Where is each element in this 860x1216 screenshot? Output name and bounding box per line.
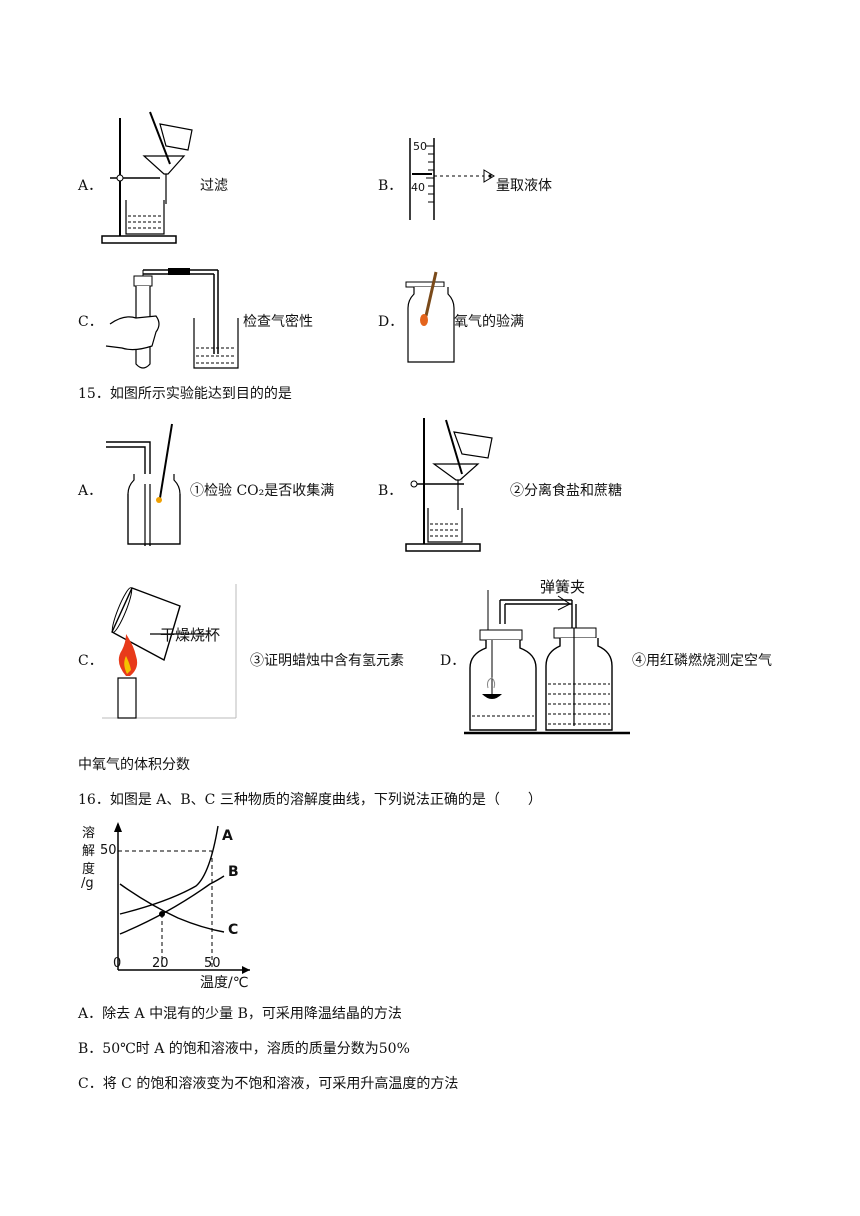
q14-option-b-letter: B．	[378, 178, 403, 194]
q14-option-b-caption: 量取液体	[496, 178, 552, 194]
y-axis-label-2: 解	[82, 844, 96, 859]
q15-option-a-letter: A．	[78, 483, 103, 499]
red-phosphorus-oxygen-apparatus-figure	[464, 590, 630, 735]
q15-option-c-caption: ③证明蜡烛中含有氢元素	[250, 653, 404, 669]
q15-option-a-caption: ①检验 CO₂是否收集满	[190, 483, 335, 499]
question-15-stem: 15．如图所示实验能达到目的的是	[78, 386, 292, 402]
q14-option-a-caption: 过滤	[200, 178, 228, 194]
x-tick-0: 0	[113, 956, 122, 971]
q15-option-d-letter: D．	[440, 653, 466, 669]
solubility-curve-figure	[114, 822, 250, 974]
curve-label-b: B	[228, 864, 239, 880]
cylinder-tick-40: 40	[411, 181, 425, 194]
q15-option-d-caption: ④用红磷燃烧测定空气	[632, 653, 772, 669]
y-axis-label-3: 度	[82, 862, 96, 877]
airtightness-check-figure	[105, 268, 239, 369]
filtration-apparatus-figure-2	[405, 418, 493, 552]
y-axis-label-1: 溶	[82, 826, 96, 841]
oxygen-full-test-figure	[405, 271, 455, 363]
q15-option-b-letter: B．	[378, 483, 403, 499]
measuring-cylinder-figure	[409, 138, 495, 220]
q14-option-d-letter: D．	[378, 314, 404, 330]
x-axis-label: 温度/℃	[200, 975, 249, 991]
q15-option-c-letter: C．	[78, 653, 103, 669]
q14-option-d-caption: 氧气的验满	[454, 314, 524, 330]
curve-label-a: A	[222, 828, 233, 844]
filtration-apparatus-figure	[101, 111, 193, 244]
y-axis-label-4: /g	[81, 876, 94, 891]
q14-option-a-letter: A．	[78, 178, 103, 194]
q15-option-d-caption-continuation: 中氧气的体积分数	[78, 757, 190, 773]
q15-option-b-caption: ②分离食盐和蔗糖	[510, 483, 622, 499]
q16-option-c: C．将 C 的饱和溶液变为不饱和溶液，可采用升高温度的方法	[78, 1076, 459, 1092]
q16-option-b: B．50℃时 A 的饱和溶液中，溶质的质量分数为50%	[78, 1041, 410, 1057]
question-16-stem: 16．如图是 A、B、C 三种物质的溶解度曲线，下列说法正确的是（ ）	[78, 792, 542, 808]
cylinder-tick-50: 50	[413, 140, 427, 153]
q16-option-a: A．除去 A 中混有的少量 B，可采用降温结晶的方法	[78, 1006, 402, 1022]
curve-label-c: C	[228, 922, 239, 938]
dry-beaker-label: 干燥烧杯	[160, 626, 221, 644]
q14-option-c-caption: 检查气密性	[243, 314, 313, 330]
q14-option-c-letter: C．	[78, 314, 103, 330]
co2-full-test-figure	[106, 423, 181, 546]
y-tick-50: 50	[100, 843, 117, 858]
spring-clip-label: 弹簧夹	[540, 578, 586, 596]
x-tick-20: 20	[152, 956, 169, 971]
x-tick-50: 50	[204, 956, 221, 971]
dry-beaker-candle-figure	[102, 584, 237, 719]
